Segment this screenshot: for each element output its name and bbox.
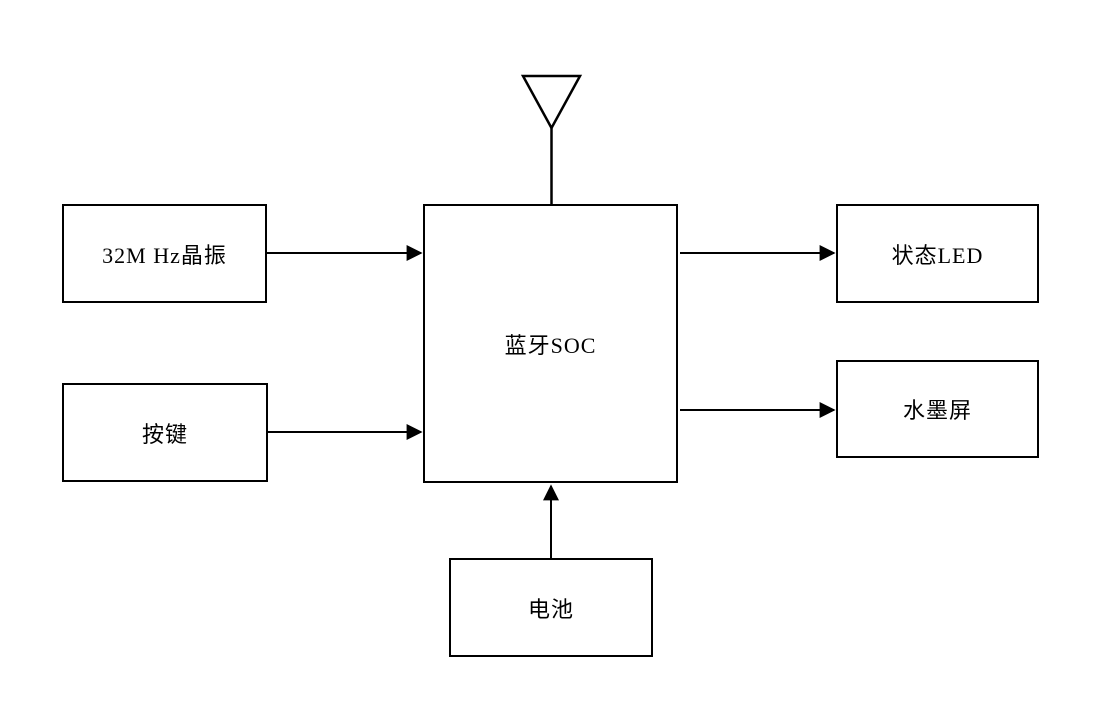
block-eink: 水墨屏 bbox=[836, 360, 1039, 458]
antenna-icon bbox=[520, 74, 583, 204]
block-keys-label: 按键 bbox=[141, 421, 188, 447]
block-soc: 蓝牙SOC bbox=[423, 204, 678, 483]
block-soc-label: 蓝牙SOC bbox=[504, 332, 597, 358]
block-battery: 电池 bbox=[449, 558, 653, 657]
block-crystal: 32M Hz晶振 bbox=[62, 204, 267, 303]
block-battery-label: 电池 bbox=[527, 596, 574, 622]
block-led: 状态LED bbox=[836, 204, 1039, 303]
block-crystal-label: 32M Hz晶振 bbox=[102, 242, 227, 268]
block-keys: 按键 bbox=[62, 383, 268, 482]
block-eink-label: 水墨屏 bbox=[902, 398, 972, 423]
block-led-label: 状态LED bbox=[891, 242, 984, 268]
